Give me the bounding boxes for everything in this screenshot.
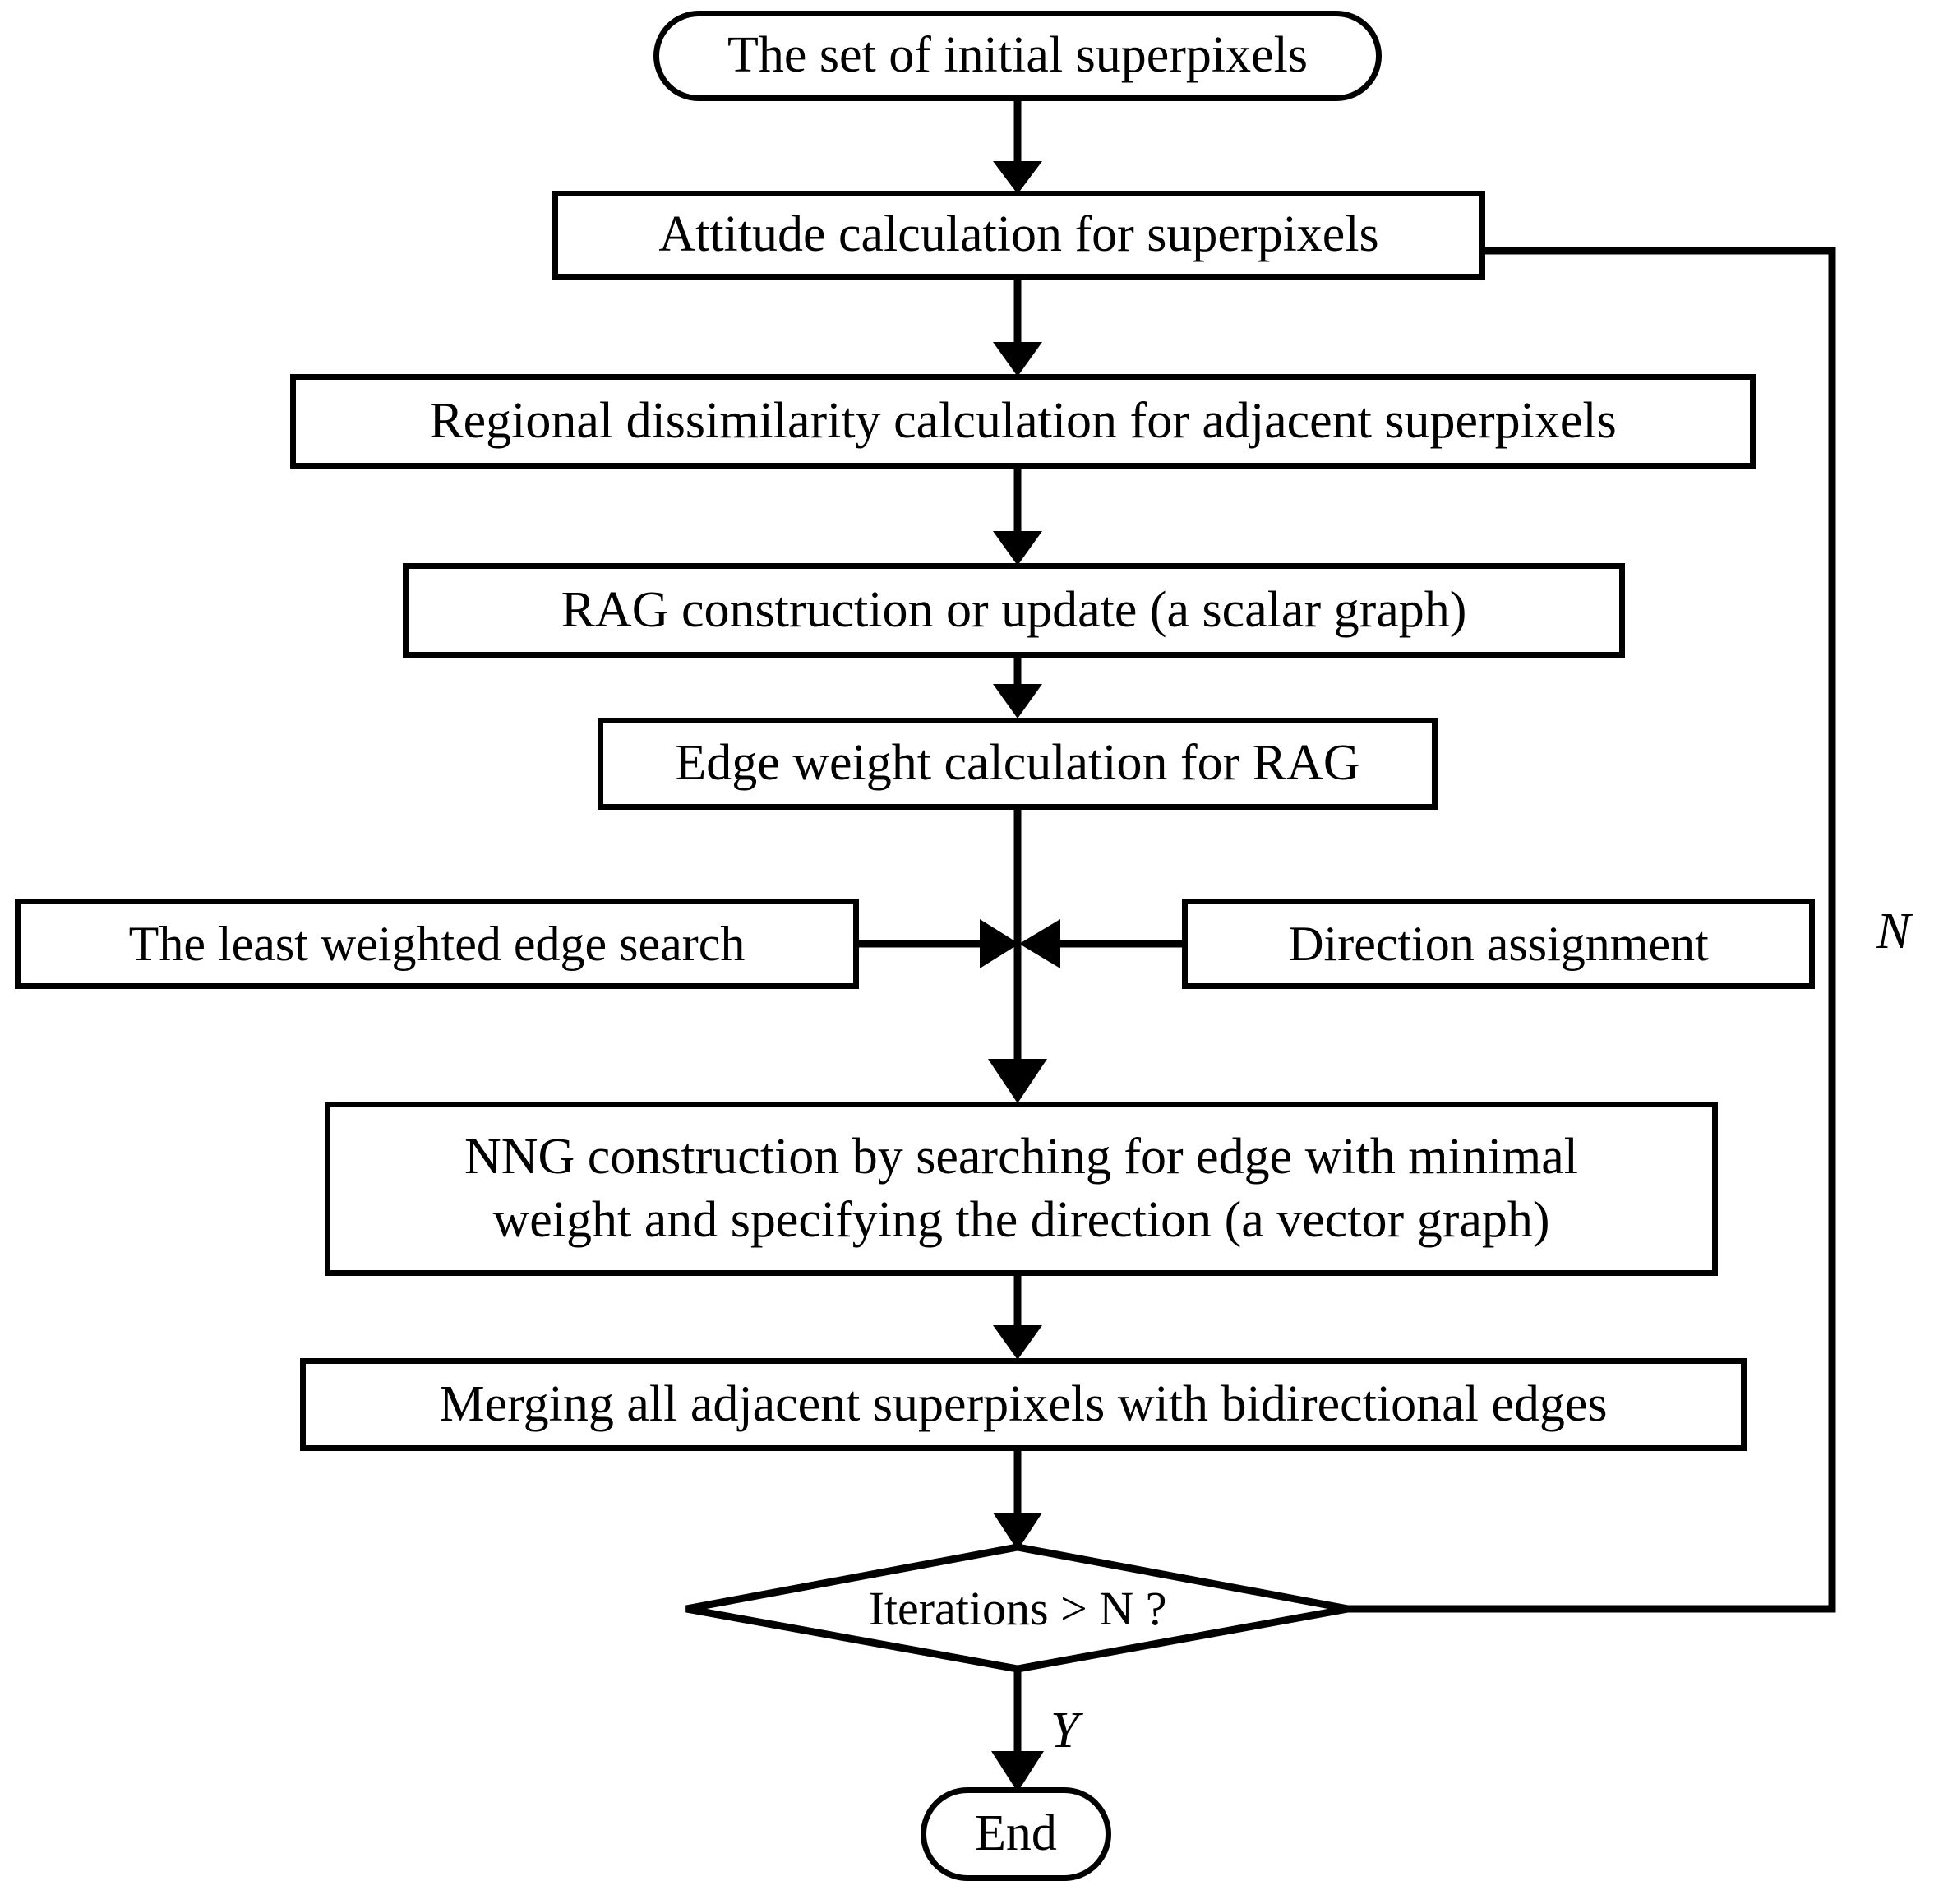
node-least-edge-label: The least weighted edge search	[128, 916, 746, 971]
node-regional-dissimilarity[interactable]: Regional dissimilarity calculation for a…	[290, 374, 1756, 469]
node-merging-superpixels[interactable]: Merging all adjacent superpixels with bi…	[300, 1358, 1747, 1451]
connector-leastedge-to-junction	[859, 919, 1019, 968]
node-start-label: The set of initial superpixels	[727, 27, 1308, 84]
node-attitude-label: Attitude calculation for superpixels	[658, 206, 1379, 263]
node-decision-label: Iterations > N ?	[868, 1581, 1167, 1635]
connector-nng-to-merging	[993, 1276, 1042, 1360]
node-nng-construction[interactable]: NNG construction by searching for edge w…	[325, 1102, 1718, 1276]
connector-dissimilarity-to-rag	[993, 469, 1042, 566]
node-least-weighted-edge-search[interactable]: The least weighted edge search	[15, 899, 859, 989]
connector-direction-to-junction	[1019, 919, 1182, 968]
node-rag-label: RAG construction or update (a scalar gra…	[561, 581, 1467, 638]
node-end[interactable]: End	[921, 1787, 1111, 1881]
connector-start-to-attitude	[993, 100, 1042, 194]
node-direction-assignment[interactable]: Direction assignment	[1182, 899, 1815, 989]
edge-label-yes: Y	[1050, 1703, 1079, 1758]
connector-decision-to-end	[991, 1669, 1044, 1792]
node-end-label: End	[975, 1805, 1057, 1862]
node-direction-label: Direction assignment	[1288, 916, 1709, 971]
node-dissimilarity-label: Regional dissimilarity calculation for a…	[429, 392, 1617, 449]
node-attitude-calculation[interactable]: Attitude calculation for superpixels	[552, 191, 1485, 280]
connector-edgeweight-to-nng	[988, 810, 1047, 1103]
connector-merging-to-decision	[993, 1451, 1042, 1550]
node-nng-label-line2: weight and specifying the direction (a v…	[492, 1192, 1550, 1248]
node-decision-iterations[interactable]: Iterations > N ?	[771, 1574, 1264, 1643]
node-start[interactable]: The set of initial superpixels	[653, 11, 1382, 101]
connector-attitude-to-dissimilarity	[993, 280, 1042, 377]
node-rag-construction[interactable]: RAG construction or update (a scalar gra…	[403, 563, 1625, 658]
node-edge-weight-calculation[interactable]: Edge weight calculation for RAG	[598, 718, 1438, 810]
node-nng-label-line1: NNG construction by searching for edge w…	[464, 1128, 1579, 1185]
node-merging-label: Merging all adjacent superpixels with bi…	[439, 1375, 1608, 1432]
node-edge-weight-label: Edge weight calculation for RAG	[675, 735, 1360, 792]
edge-label-no: N	[1876, 903, 1911, 959]
connector-rag-to-edgeweight	[993, 658, 1042, 719]
